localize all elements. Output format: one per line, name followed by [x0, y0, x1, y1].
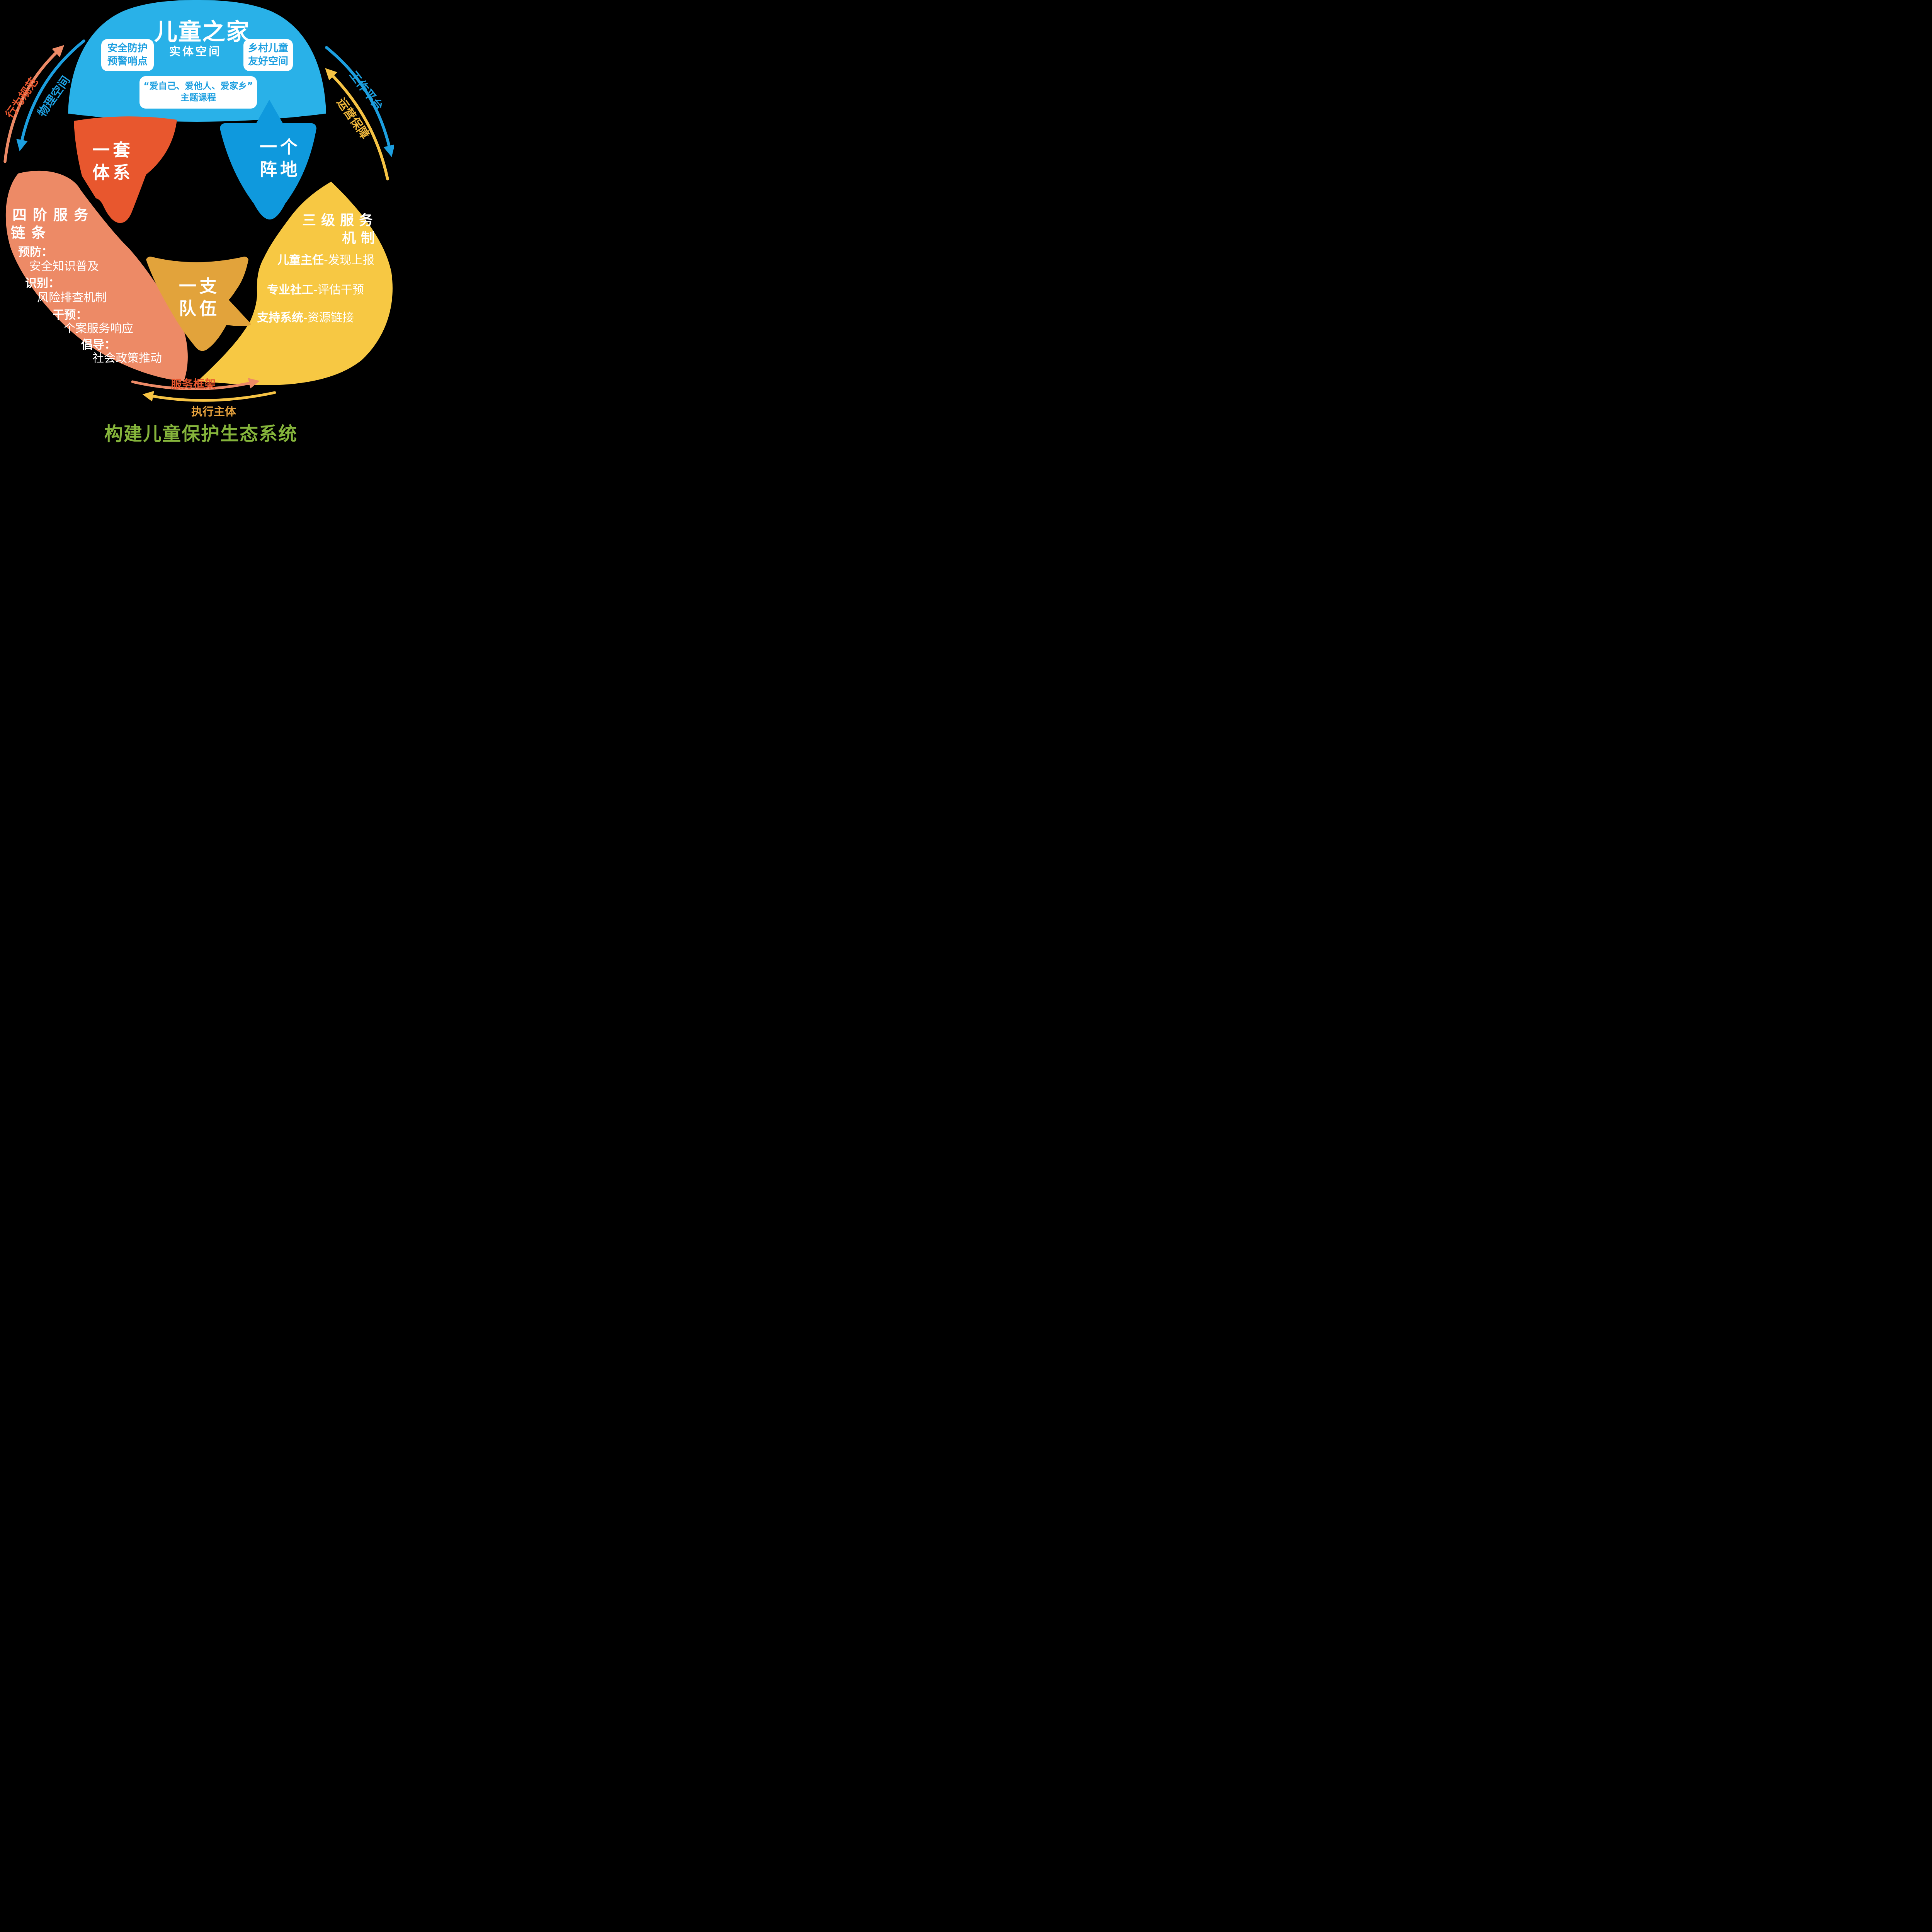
team-triangle: [146, 257, 251, 351]
one-base-line1: 一个: [259, 137, 301, 157]
village-friendly-line1: 乡村儿童: [248, 42, 288, 54]
left-item-intervene-desc: 个案服务响应: [64, 322, 133, 335]
one-team-line1: 一支: [179, 276, 220, 296]
one-team-line2: 队伍: [179, 298, 220, 319]
service-framework-label: 服务框架: [170, 378, 216, 391]
work-platform-arrow: [325, 46, 394, 157]
base-triangle: [220, 100, 316, 220]
executing-body-arrow: [142, 391, 276, 402]
dome-shape: [68, 0, 326, 122]
left-item-intervene-label: 干预：: [53, 308, 87, 322]
left-panel-title-line2: 链条: [11, 224, 52, 241]
safety-sentinel-box: 安全防护 预警哨点: [101, 39, 154, 71]
right-item-support-head: 支持系统: [257, 311, 303, 325]
left-service-blob: [5, 170, 188, 381]
right-item-support: 支持系统-资源链接: [257, 308, 354, 325]
behavior-norms-arrow: [3, 45, 65, 163]
theme-course-line2: 主题课程: [180, 93, 216, 103]
service-framework-arrow: [131, 378, 260, 390]
right-panel-title-line2: 机制: [342, 230, 380, 246]
right-mechanism-blob: [198, 182, 393, 385]
safety-sentinel-line1: 安全防护: [107, 42, 148, 54]
village-friendly-line2: 友好空间: [248, 55, 288, 67]
operation-support-arrow: [325, 68, 389, 180]
right-item-director: 儿童主任-发现上报: [277, 250, 374, 267]
left-item-advocate-label: 倡导：: [81, 338, 116, 352]
right-item-socialworker: 专业社工-评估干预: [267, 280, 364, 297]
theme-course-box: “爱自己、爱他人、爱家乡” 主题课程: [139, 76, 257, 109]
system-triangle: [74, 116, 177, 223]
right-item-director-tail: -发现上报: [324, 253, 374, 267]
right-item-director-head: 儿童主任: [277, 253, 324, 267]
left-panel-title-line1: 四阶服务: [12, 207, 94, 223]
one-base-badge: 一个 阵地: [251, 136, 309, 180]
one-team-badge: 一支 队伍: [170, 275, 228, 320]
child-protection-ecosystem-diagram: 儿童之家 实体空间 安全防护 预警哨点 乡村儿童 友好空间 “爱自己、爱他人、爱…: [0, 0, 394, 446]
right-item-support-tail: -资源链接: [303, 311, 354, 325]
village-friendly-box: 乡村儿童 友好空间: [243, 39, 293, 71]
one-system-badge: 一套 体系: [84, 139, 142, 184]
one-system-line1: 一套: [92, 140, 133, 160]
left-item-identify-label: 识别：: [25, 277, 60, 290]
theme-course-line1: “爱自己、爱他人、爱家乡”: [143, 81, 253, 92]
physical-space-arrow: [16, 39, 85, 151]
one-system-line2: 体系: [92, 162, 133, 183]
dome-subtitle: 实体空间: [169, 45, 222, 58]
executing-body-label: 执行主体: [191, 405, 236, 418]
page-title: 构建儿童保护生态系统: [104, 423, 298, 445]
safety-sentinel-line2: 预警哨点: [107, 55, 148, 67]
left-item-advocate-desc: 社会政策推动: [92, 352, 162, 365]
right-panel-title-line1: 三级服务: [302, 213, 378, 228]
right-item-socialworker-head: 专业社工: [267, 283, 313, 297]
one-base-line2: 阵地: [259, 159, 301, 180]
left-item-prevention-label: 预防：: [18, 245, 53, 259]
right-item-socialworker-tail: -评估干预: [313, 283, 364, 297]
left-item-identify-desc: 风险排查机制: [37, 291, 107, 304]
dome-title: 儿童之家: [154, 19, 250, 46]
left-item-prevention-desc: 安全知识普及: [29, 260, 99, 273]
diagram-shapes: [3, 0, 394, 402]
